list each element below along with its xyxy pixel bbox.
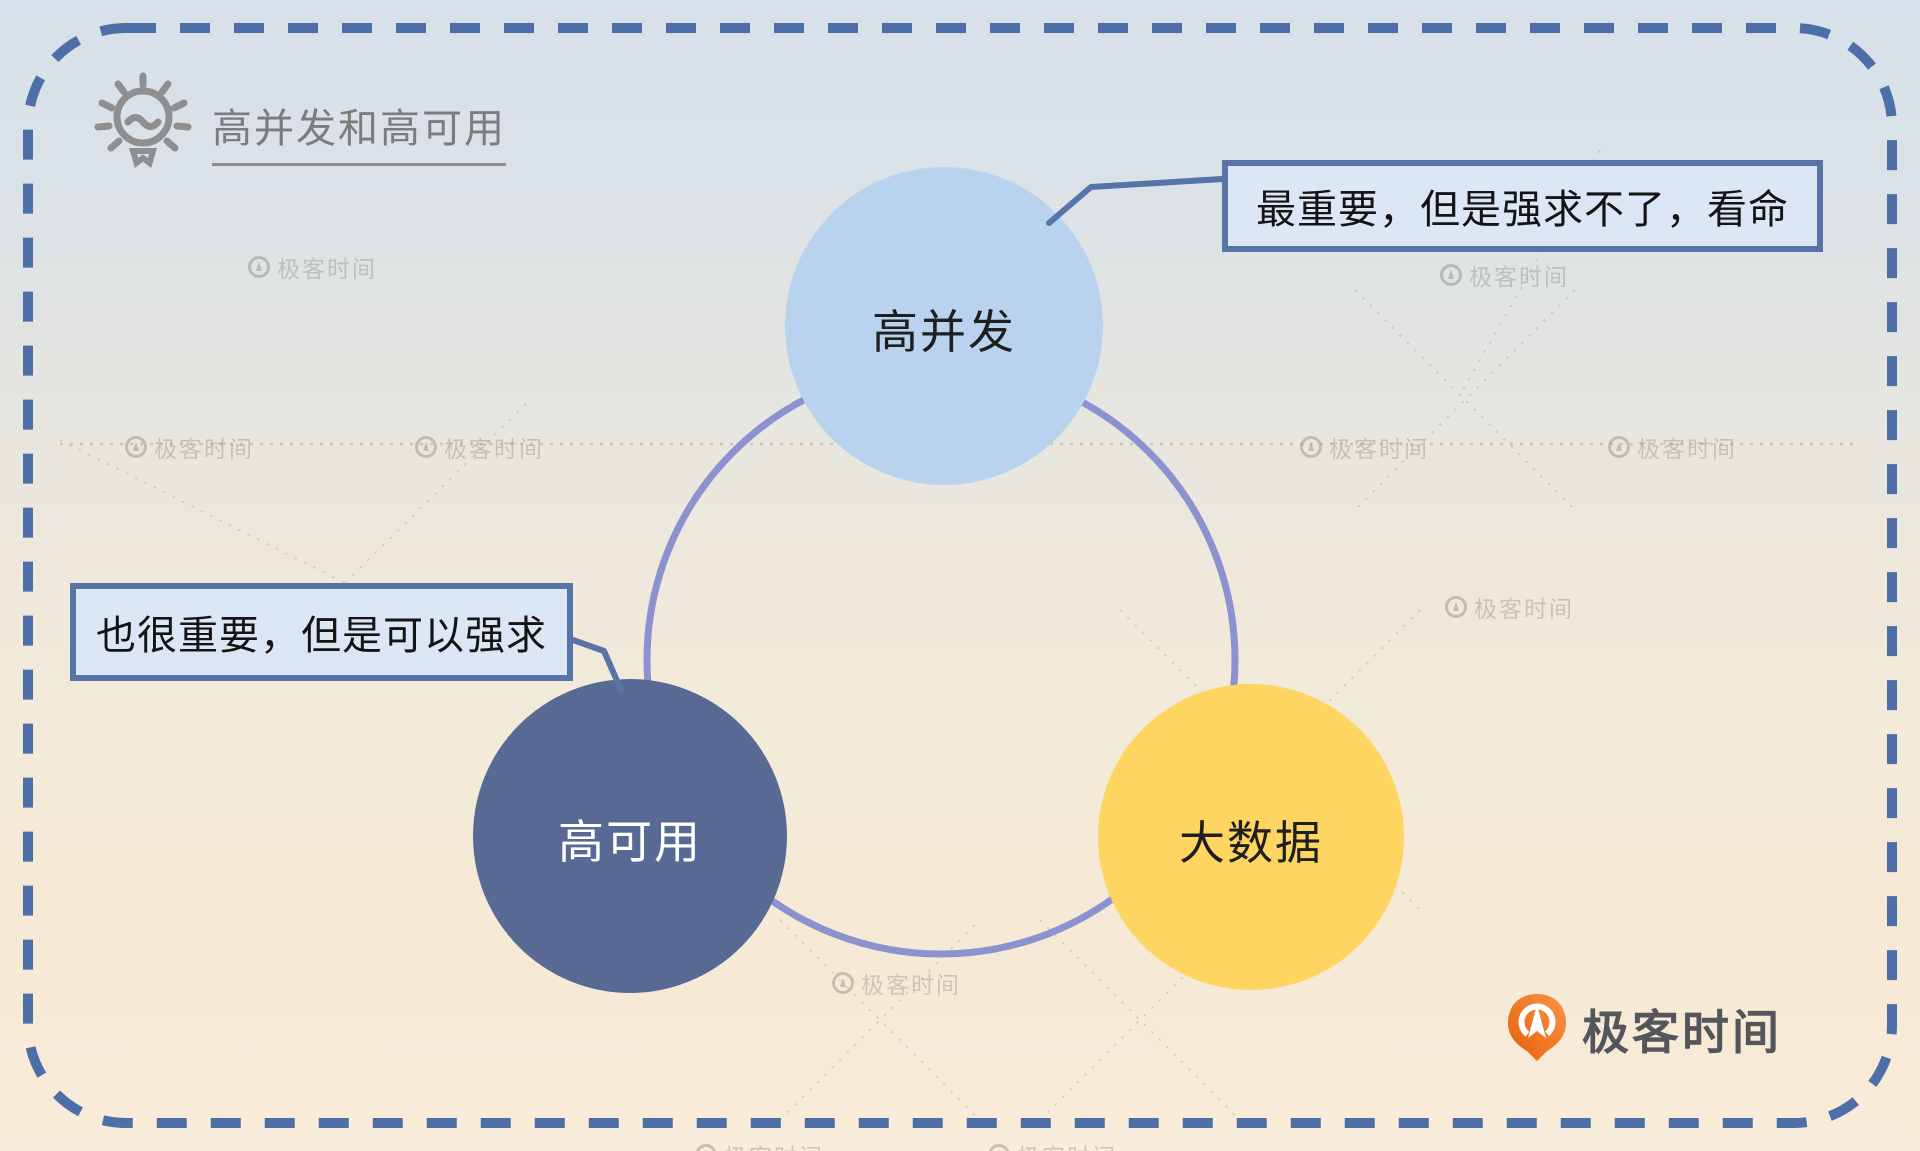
geektime-pin-icon [1508, 994, 1566, 1061]
geektime-logo: 极客时间 [1505, 993, 1782, 1063]
geektime-pin-icon [988, 1144, 1010, 1151]
node-label-high-availability: 高可用 [558, 816, 702, 868]
watermark: 极客时间 [1440, 258, 1569, 292]
watermark-text: 极客时间 [1469, 264, 1569, 290]
dashed-page-border [23, 23, 1897, 1128]
geektime-pin-icon [1445, 596, 1467, 618]
watermark-text: 极客时间 [1017, 1138, 1117, 1151]
lightbulb-icon [94, 72, 192, 169]
geektime-logo-text: 极客时间 [1582, 1005, 1782, 1059]
node-label-high-concurrency: 高并发 [872, 306, 1016, 358]
geektime-pin-icon [1300, 436, 1322, 458]
geektime-pin-icon [1608, 436, 1630, 458]
watermark: 极客时间 [1445, 590, 1574, 624]
connector-high-concurrency-callout [1046, 176, 1225, 226]
watermark-text: 极客时间 [1474, 596, 1574, 622]
watermark-text: 极客时间 [1329, 436, 1429, 462]
geektime-pin-icon [125, 436, 147, 458]
watermark: 极客时间 [1300, 430, 1429, 464]
geektime-pin-icon [832, 972, 854, 994]
node-circle-high-availability [473, 679, 787, 993]
geektime-pin-icon [695, 1144, 717, 1151]
watermark: 极客时间 [988, 1138, 1117, 1151]
connector-high-availability-callout [570, 637, 624, 693]
geektime-pin-icon [415, 436, 437, 458]
watermark: 极客时间 [125, 430, 254, 464]
watermark-text: 极客时间 [444, 436, 544, 462]
geektime-pin-icon [248, 256, 270, 278]
node-label-big-data: 大数据 [1179, 817, 1323, 869]
callout-high-availability: 也很重要，但是可以强求 [70, 583, 573, 681]
node-circle-high-concurrency [785, 167, 1103, 485]
geektime-pin-icon [1440, 264, 1462, 286]
node-circle-big-data [1098, 684, 1404, 990]
watermark: 极客时间 [248, 250, 377, 284]
watermark: 极客时间 [415, 430, 544, 464]
watermark: 极客时间 [695, 1138, 824, 1151]
watermark: 极客时间 [832, 966, 961, 1000]
page-title: 高并发和高可用 [212, 96, 506, 166]
watermark-text: 极客时间 [154, 436, 254, 462]
watermark: 极客时间 [1608, 430, 1737, 464]
page-title-block: 高并发和高可用 [88, 68, 506, 180]
watermark-text: 极客时间 [277, 256, 377, 282]
watermark-text: 极客时间 [724, 1138, 824, 1151]
callout-high-concurrency: 最重要，但是强求不了，看命 [1222, 160, 1823, 252]
watermark-text: 极客时间 [1637, 436, 1737, 462]
watermark-text: 极客时间 [861, 972, 961, 998]
